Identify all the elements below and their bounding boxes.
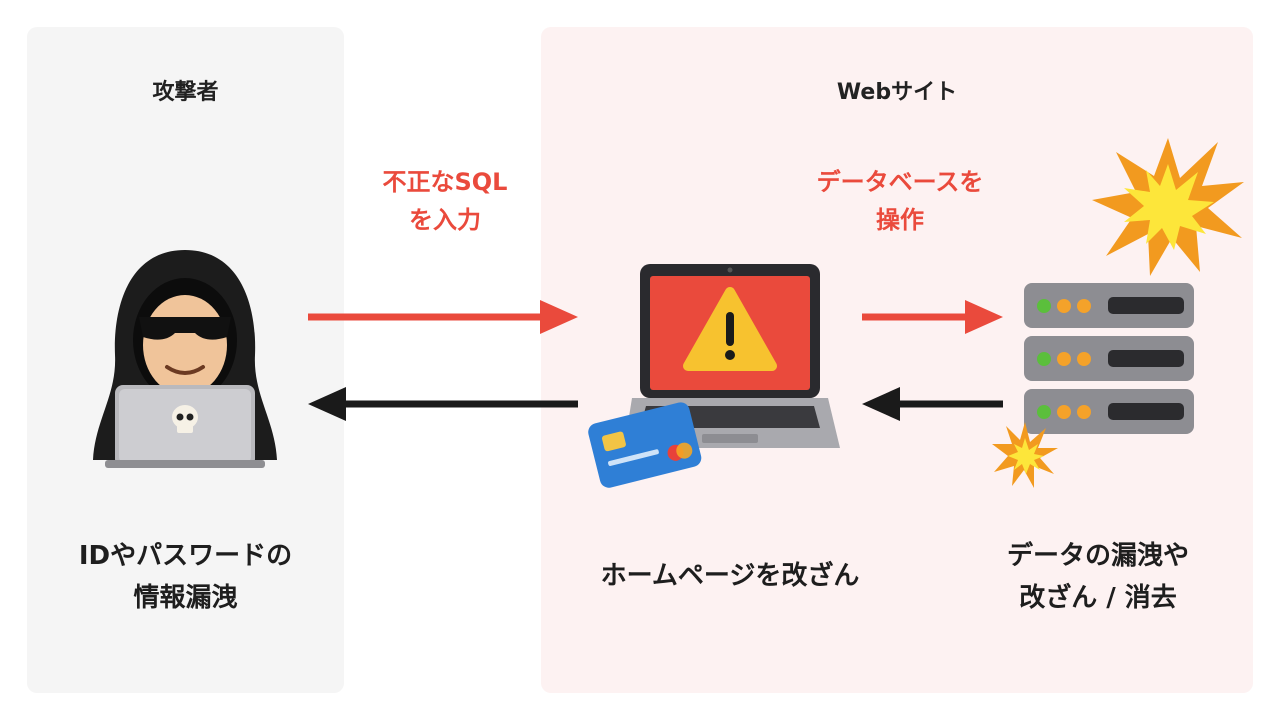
attacker-caption-line2: 情報漏洩 xyxy=(133,583,238,613)
hooded-hacker-icon xyxy=(93,250,277,468)
db-operation-label: データベースを 操作 xyxy=(770,163,1030,239)
warning-icon xyxy=(683,287,777,371)
server-unit-2 xyxy=(1024,336,1194,381)
small-explosion-icon xyxy=(992,422,1058,488)
laptop-warning-icon xyxy=(624,264,840,448)
attacker-caption-line1: IDやパスワードの xyxy=(78,541,293,571)
db-operation-label-line2: 操作 xyxy=(876,206,924,234)
arrow-laptop-to-server xyxy=(862,300,1003,334)
server-unit-3 xyxy=(1024,389,1194,434)
sql-injection-label: 不正なSQL を入力 xyxy=(340,163,550,239)
data-caption-line1: データの漏洩や xyxy=(1006,541,1189,571)
sql-injection-label-line2: を入力 xyxy=(409,206,481,234)
arrow-website-to-attacker xyxy=(308,387,578,421)
server-rack-icon xyxy=(1024,283,1194,434)
homepage-caption-text: ホームページを改ざん xyxy=(600,561,860,591)
skull-icon xyxy=(172,405,198,433)
arrow-server-to-laptop xyxy=(862,387,1003,421)
attacker-title: 攻撃者 xyxy=(152,80,219,105)
data-caption-line2: 改ざん / 消去 xyxy=(1019,583,1177,613)
website-title: Webサイト xyxy=(836,80,958,105)
explosion-icon xyxy=(1092,138,1244,276)
arrow-attacker-to-website xyxy=(308,300,578,334)
attacker-caption: IDやパスワードの 情報漏洩 xyxy=(27,535,344,619)
sql-injection-label-line1: 不正なSQL xyxy=(382,168,508,196)
data-caption: データの漏洩や 改ざん / 消去 xyxy=(960,535,1236,619)
credit-card-icon xyxy=(588,402,702,488)
db-operation-label-line1: データベースを xyxy=(816,168,984,196)
homepage-caption: ホームページを改ざん xyxy=(560,555,900,597)
server-unit-1 xyxy=(1024,283,1194,328)
